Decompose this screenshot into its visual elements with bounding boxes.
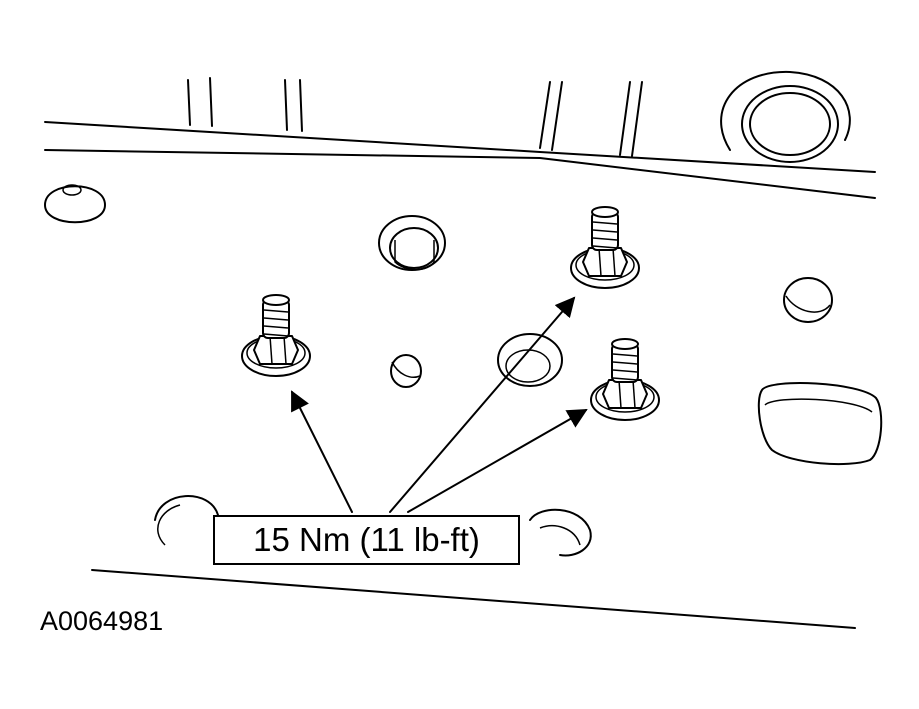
- torque-callout: 15 Nm (11 lb-ft): [213, 515, 520, 565]
- stud-bolt-icon: [570, 206, 640, 289]
- housing-boss: [720, 70, 851, 163]
- access-cover: [757, 382, 883, 466]
- housing-edge: [44, 121, 876, 629]
- leader-arrow-icon: [291, 390, 353, 513]
- leader-arrows: [291, 296, 588, 513]
- stud-bolt-icon: [241, 294, 311, 377]
- leader-arrow-icon: [389, 296, 576, 513]
- housing-ribs: [187, 77, 643, 157]
- dome-plug: [44, 184, 106, 224]
- stud-bolt-icon: [590, 338, 660, 421]
- housing-bores: [154, 215, 833, 557]
- figure-id: A0064981: [40, 606, 164, 636]
- leader-arrow-icon: [407, 409, 588, 513]
